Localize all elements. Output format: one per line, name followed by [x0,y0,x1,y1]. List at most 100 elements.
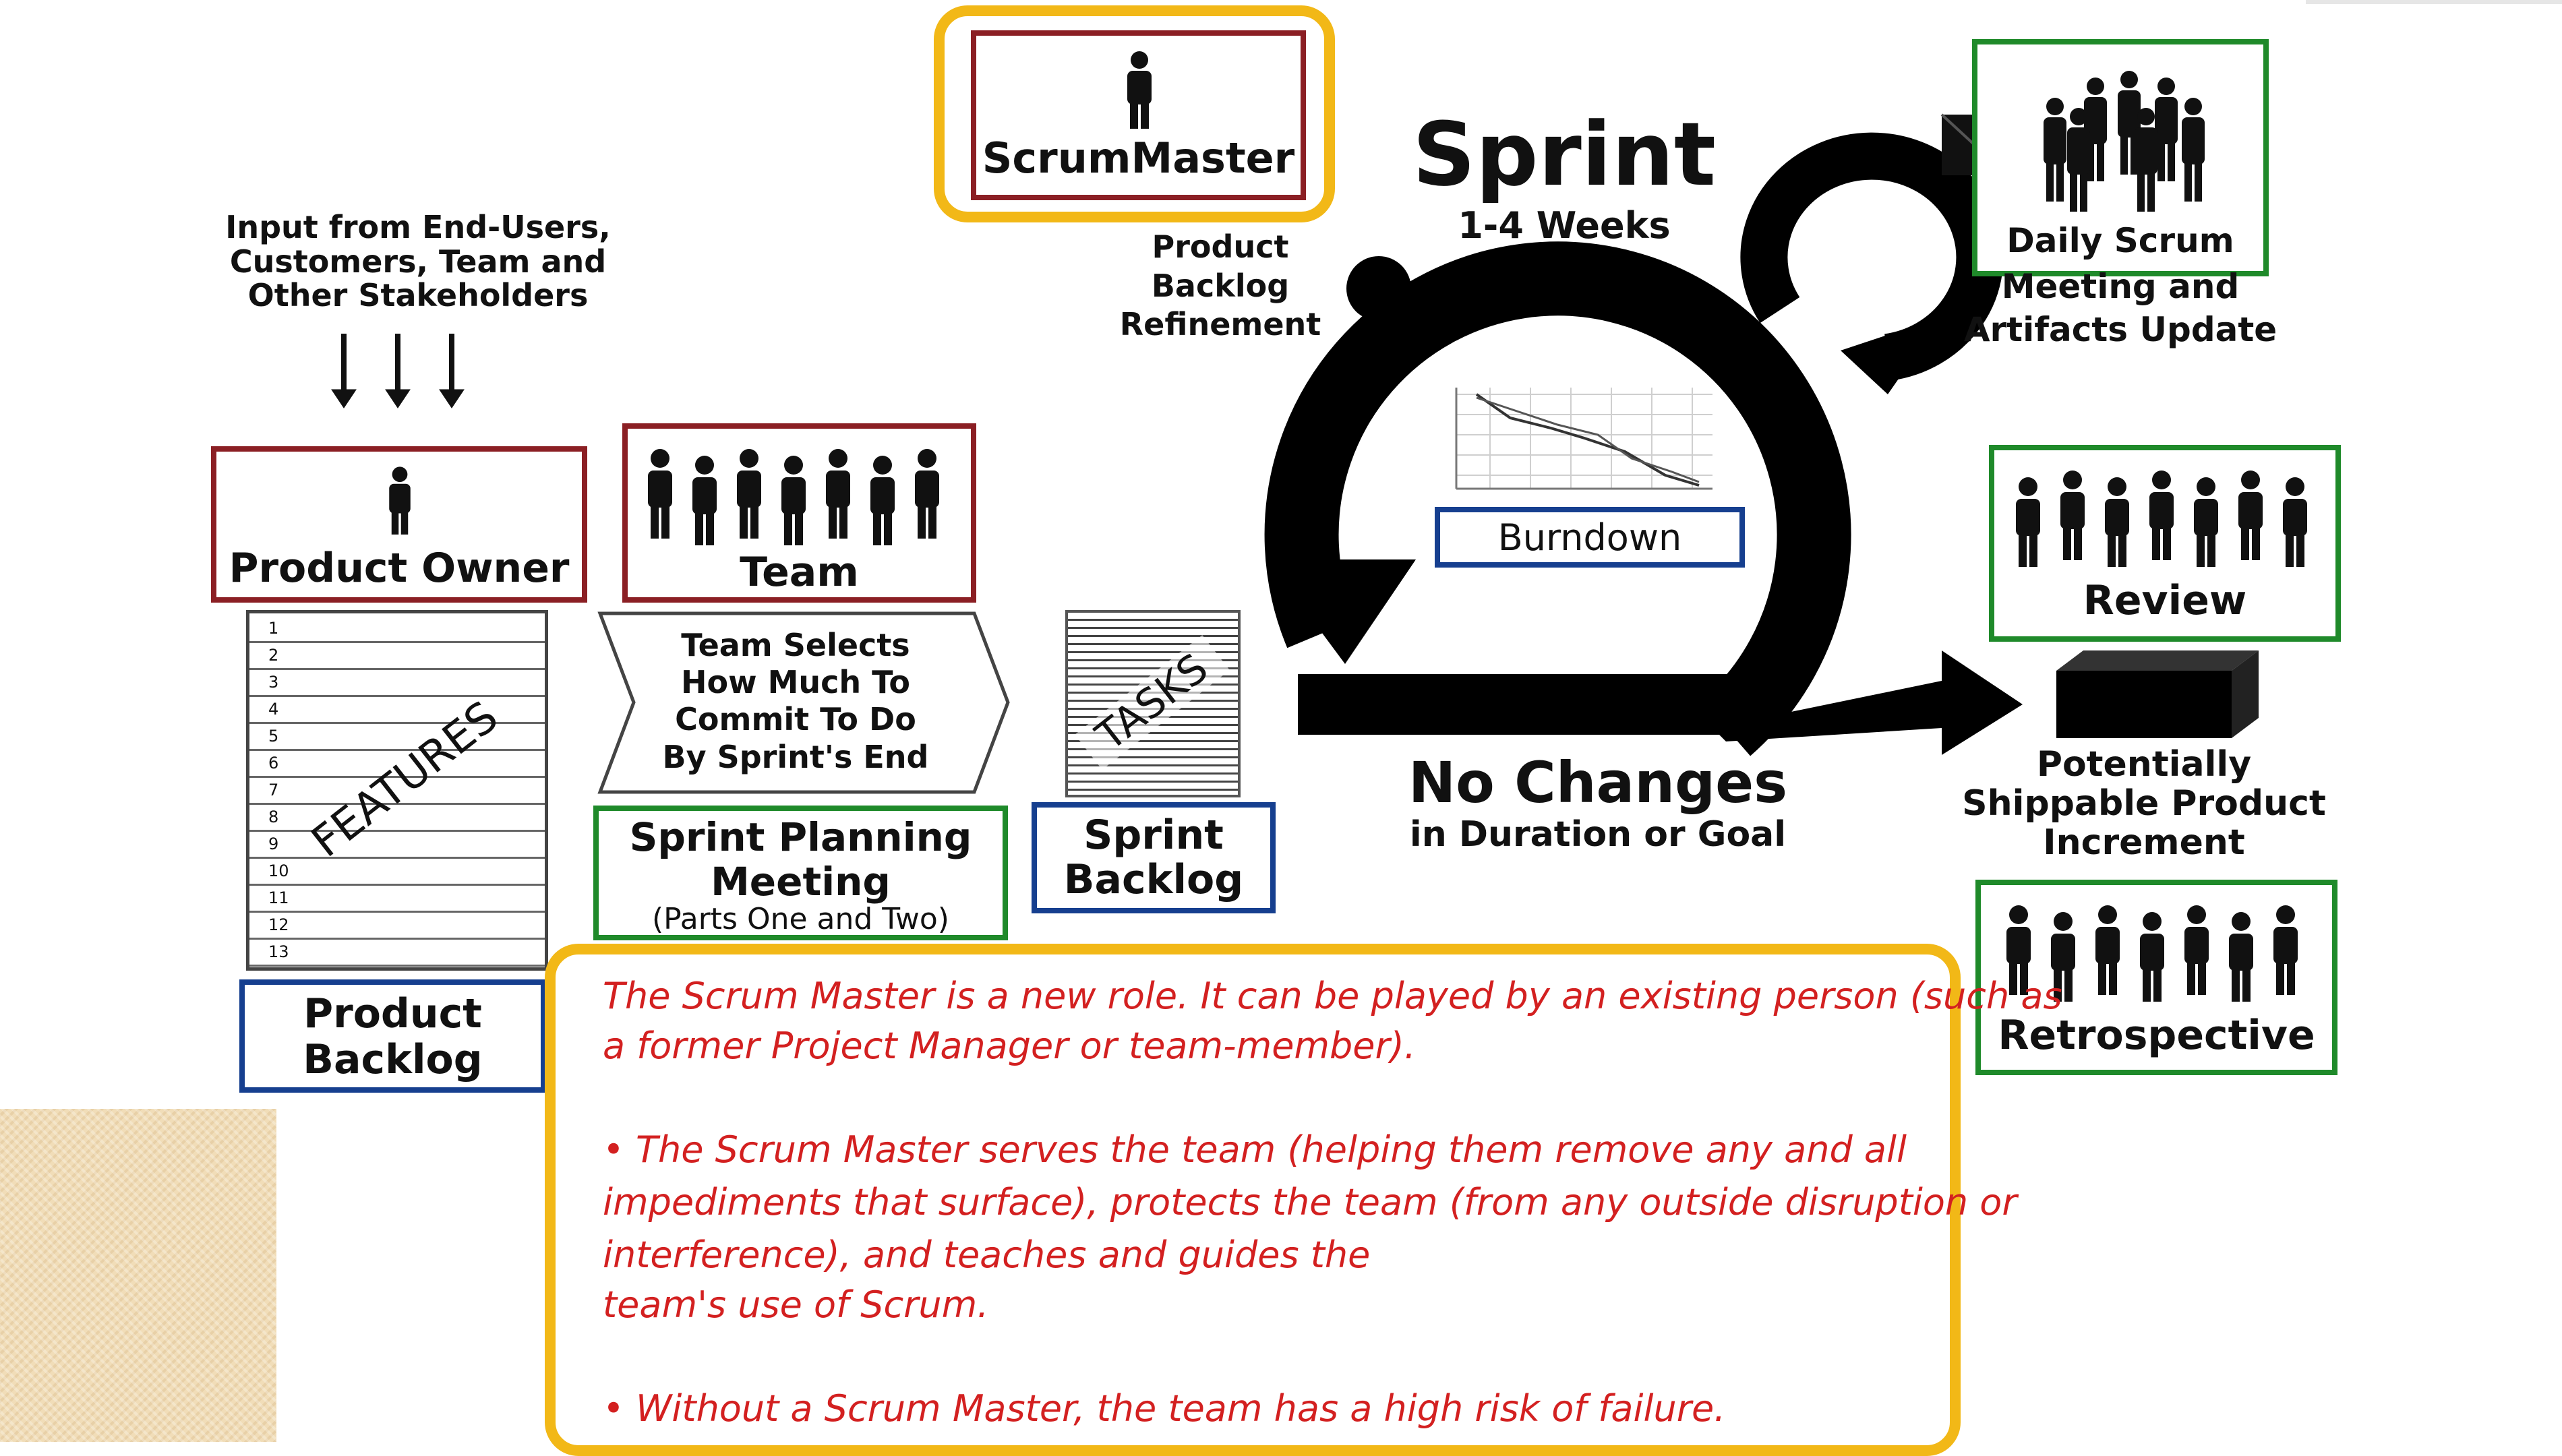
team-selects-line-1: Team Selects [681,627,910,663]
cycle-arrow-icon [1264,241,1851,756]
team-selects-line-3: Commit To Do [675,701,916,738]
review-box: Review [1989,445,2341,642]
feature-number: 2 [268,646,279,665]
note-line-1: The Scrum Master is a new role. It can b… [603,975,2062,1017]
feature-number: 11 [268,888,289,907]
feature-row: 4 [249,697,545,724]
cycle-knob [1346,256,1411,321]
sprint-duration: 1-4 Weeks [1458,204,1671,247]
input-line-1: Input from End-Users, [225,209,611,245]
people-group-icon [2016,471,2307,567]
feature-row: 8 [249,805,545,832]
increment-line-3: Increment [2043,822,2245,863]
feature-row: 10 [249,859,545,886]
feature-number: 12 [268,915,289,934]
increment-text: Potentially Shippable Product Increment [1935,745,2353,863]
input-line-2: Customers, Team and [229,243,607,280]
team-label: Team [740,549,859,596]
cycle-arrow-head [1268,559,1416,664]
note-text: The Scrum Master is a new role. It can b… [603,975,2062,1447]
burndown-label: Burndown [1497,516,1682,559]
feature-number: 4 [268,700,279,719]
sprint-backlog-box: Sprint Backlog [1032,802,1276,913]
refinement-line-3: Refinement [1119,306,1321,342]
note-line-7: • Without a Scrum Master, the team has a… [603,1387,1726,1430]
product-backlog-line-1: Product [303,990,482,1037]
note-line-6: team's use of Scrum. [603,1283,989,1326]
feature-number: 3 [268,673,279,692]
note-line-5: interference), and teaches and guides th… [603,1234,1371,1276]
retrospective-box: Retrospective [1975,880,2337,1075]
down-arrow-icon [331,334,357,408]
product-box-icon [2056,650,2259,738]
scrum-master-label: ScrumMaster [982,133,1295,183]
feature-number: 9 [268,835,279,853]
feature-number: 13 [268,942,289,961]
review-label: Review [2083,577,2247,624]
feature-row: 12 [249,913,545,940]
person-icon [389,466,411,535]
daily-scrum-line-1: Daily Scrum [2006,221,2234,260]
people-group-icon [2044,71,2205,212]
feature-number: 10 [268,861,289,880]
feature-row: 7 [249,778,545,805]
sprint-planning-box: Sprint Planning Meeting (Parts One and T… [593,806,1008,940]
feature-row: 11 [249,886,545,913]
note-line-2: a former Project Manager or team-member)… [603,1025,1416,1067]
product-owner-label: Product Owner [229,545,570,592]
scrum-master-highlight [934,5,1335,222]
no-changes-subtitle: in Duration or Goal [1409,814,1787,855]
no-changes-title: No Changes [1408,750,1788,816]
input-text: Input from End-Users, Customers, Team an… [196,210,640,313]
person-icon [1127,51,1152,129]
feature-number: 6 [268,754,279,772]
team-selects-line-2: How Much To [680,664,911,701]
retrospective-label: Retrospective [1998,1012,2315,1059]
daily-scrum-line-2: Meeting and [2001,267,2240,306]
team-selects-line-4: By Sprint's End [662,738,929,775]
note-highlight: The Scrum Master is a new role. It can b… [545,944,2062,1456]
sprint-planning-line-2: Meeting [711,859,891,905]
note-line-4: impediments that surface), protects the … [603,1181,2017,1223]
refinement-text: Product Backlog Refinement [1079,228,1362,344]
down-arrow-icon [385,334,411,408]
people-group-icon [648,449,939,545]
cycle-bottom-bar [1298,674,1743,735]
feature-row: 5 [249,724,545,751]
sprint-planning-line-1: Sprint Planning [629,814,972,860]
team-selects-text: Team Selects How Much To Commit To Do By… [637,627,954,776]
daily-scrum-box [1972,39,2269,276]
people-group-icon [2006,905,2298,1002]
feature-number: 1 [268,619,279,638]
feature-number: 8 [268,808,279,826]
feature-row: 6 [249,751,545,778]
team-box: Team [622,423,976,603]
feature-number: 5 [268,727,279,746]
tasks-list: TASKS [1065,610,1241,797]
daily-loop-arrow [1740,132,2004,381]
sprint-title: Sprint [1412,103,1717,206]
burndown-box: Burndown [1435,507,1745,568]
corner-tile [0,1109,276,1442]
product-backlog-box: Product Backlog [239,979,546,1093]
refinement-line-2: Backlog [1151,267,1290,304]
sprint-planning-line-3: (Parts One and Two) [652,902,949,936]
daily-loop-head [1841,317,1942,394]
daily-scrum-line-3: Artifacts Update [1963,310,2277,349]
right-arrow-icon [1712,650,2023,755]
product-owner-box: Product Owner [211,446,587,603]
team-selects-chevron [597,611,1010,794]
top-edge-line [2306,0,2562,4]
sprint-backlog-line-1: Sprint [1083,812,1224,859]
scrum-master-box: ScrumMaster [971,30,1306,200]
feature-number: 7 [268,781,279,799]
sprint-backlog-line-2: Backlog [1063,856,1244,903]
product-backlog-line-2: Backlog [303,1036,483,1083]
feature-row: 13 [249,940,545,967]
input-arrows [331,334,465,408]
feature-row: 1 [249,616,545,643]
